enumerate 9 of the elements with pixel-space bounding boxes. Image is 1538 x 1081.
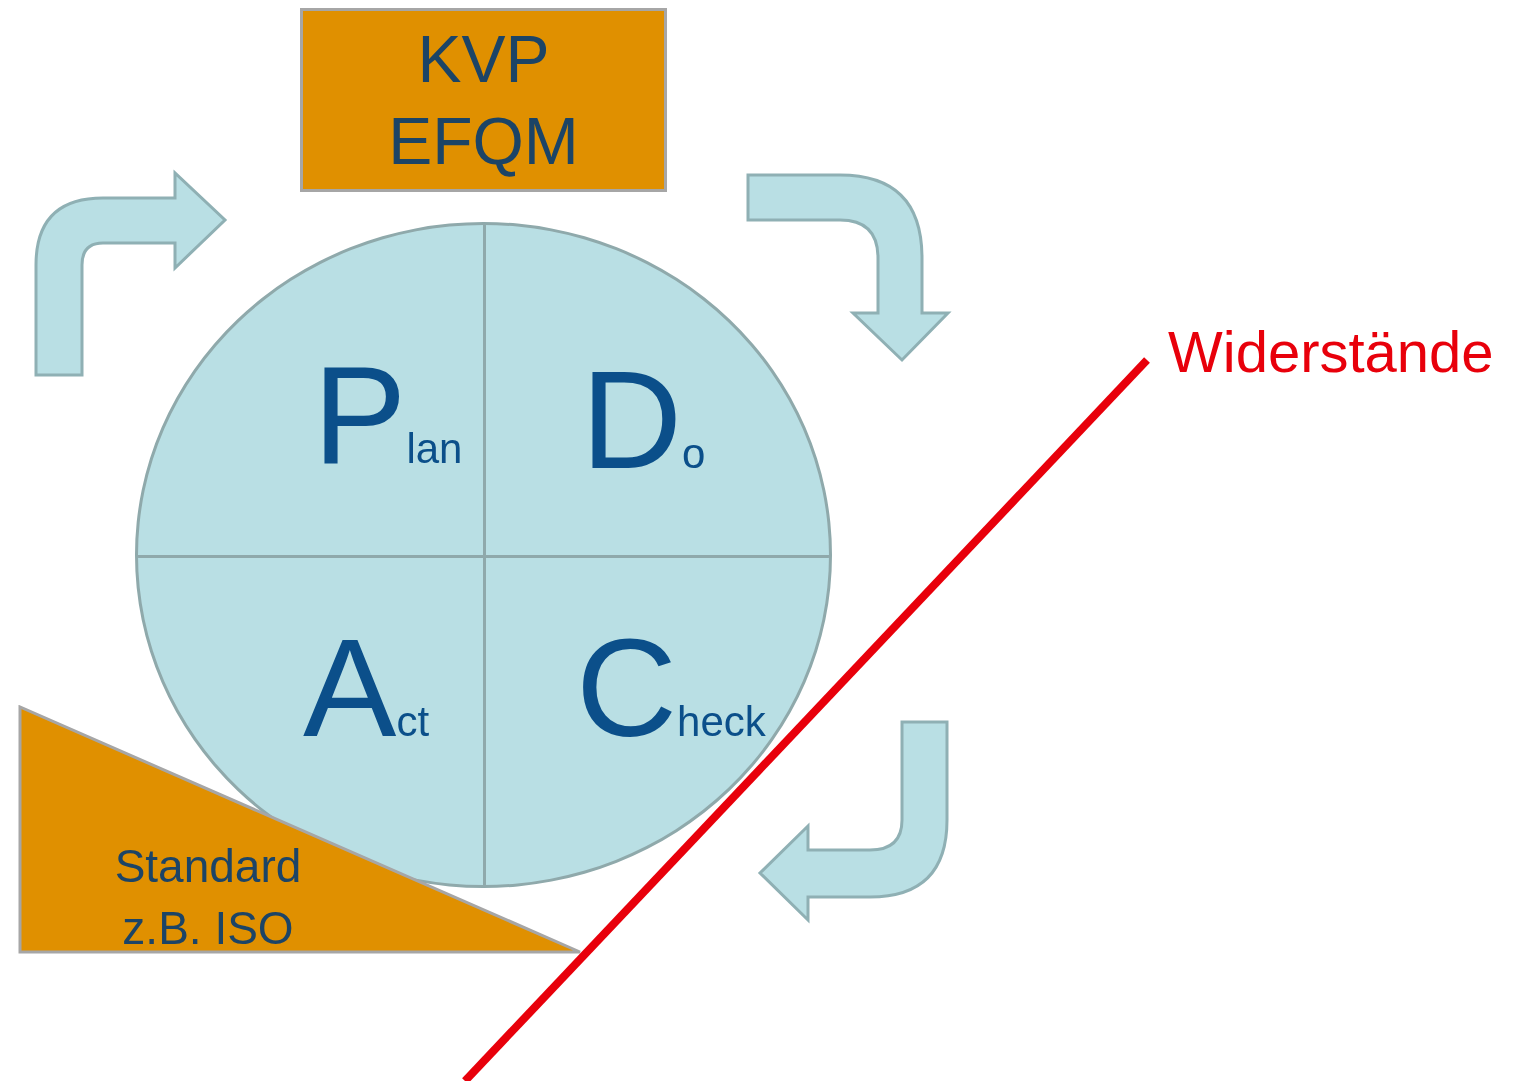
quadrant: [138, 225, 486, 558]
process-box: [300, 8, 667, 192]
wedge-label: Standard z.B. ISO: [113, 839, 303, 957]
quadrant-label: Check: [576, 618, 766, 758]
box-label: KVP EFQM: [387, 20, 580, 180]
quadrant-label: Do: [581, 350, 706, 490]
quadrant-label: Act: [303, 618, 430, 758]
quadrant-label: Plan: [313, 345, 463, 485]
line-label: Widerstände: [1168, 318, 1494, 385]
